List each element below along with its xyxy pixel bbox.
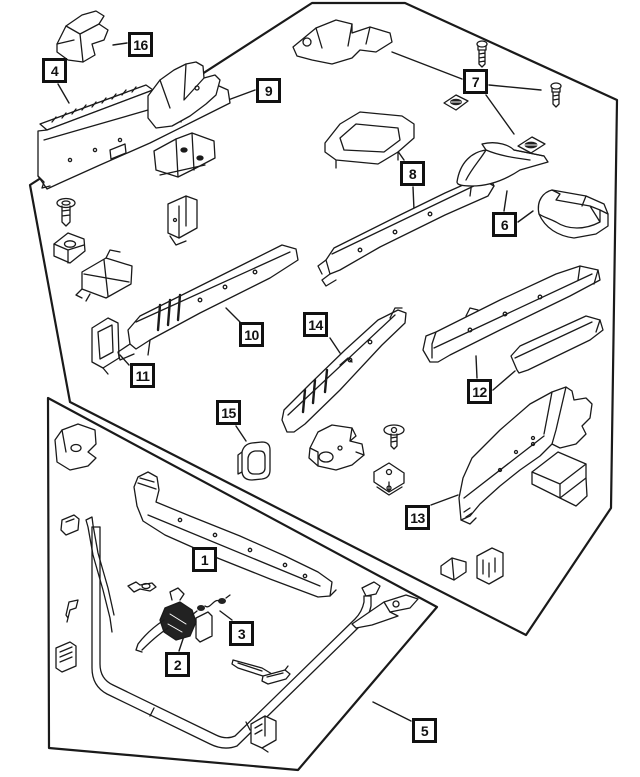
- channel-bracket-13-drawing: [531, 451, 588, 507]
- leader-line-6a: [503, 190, 508, 212]
- leader-line-12a: [475, 355, 478, 379]
- leader-line-10: [225, 307, 241, 323]
- part-11-box-bracket-drawing: [91, 317, 120, 375]
- small-flag-clip-drawing: [65, 599, 79, 623]
- leader-line-15: [235, 425, 247, 442]
- tray-bracket-drawing: [324, 111, 415, 169]
- support-rod-drawing: [85, 516, 115, 633]
- callout-1[interactable]: 1: [192, 547, 217, 572]
- leader-line-6b: [517, 210, 534, 223]
- deflector-bracket-upper-drawing: [456, 142, 549, 187]
- hat-channel-bracket-drawing: [153, 132, 216, 178]
- nut-plate-clip-1-drawing: [443, 94, 469, 111]
- part-1-crossmember-drawing: [133, 471, 337, 598]
- callout-16[interactable]: 16: [128, 32, 153, 57]
- corner-bracket-drawing: [54, 423, 97, 471]
- callout-8[interactable]: 8: [400, 161, 425, 186]
- leader-line-4: [57, 83, 70, 104]
- leader-line-7c: [485, 94, 515, 135]
- part-8-rail-drawing: [317, 176, 495, 287]
- small-channel-bracket-drawing: [167, 195, 198, 246]
- nut-plate-box-drawing: [373, 462, 405, 496]
- callout-4[interactable]: 4: [42, 58, 67, 83]
- callout-15[interactable]: 15: [216, 400, 241, 425]
- part-13-apron-panel-drawing: [458, 386, 593, 525]
- part-16-bracket-drawing: [56, 10, 109, 63]
- callout-7[interactable]: 7: [463, 69, 488, 94]
- nut-plate-bracket-drawing: [53, 232, 86, 264]
- nut-plate-clip-2-drawing: [517, 136, 546, 154]
- part-9-gusset-panel-drawing: [147, 61, 221, 129]
- leader-lines: [57, 42, 542, 722]
- callout-12[interactable]: 12: [467, 379, 492, 404]
- toggle-clip-drawing: [127, 581, 157, 593]
- leader-line-13: [430, 494, 459, 506]
- assembly-outline-upper: [28, 1, 619, 637]
- callout-5[interactable]: 5: [412, 718, 437, 743]
- bolt-1-drawing: [476, 40, 488, 68]
- callout-2[interactable]: 2: [165, 652, 190, 677]
- angle-strip-drawing: [510, 315, 604, 374]
- screw-washer-drawing: [56, 197, 76, 227]
- leader-line-16: [112, 42, 128, 46]
- flanged-screw-drawing: [383, 424, 405, 450]
- seal-segment-drawing: [231, 659, 273, 678]
- retainer-clip-drawing: [261, 665, 291, 685]
- callout-14[interactable]: 14: [303, 312, 328, 337]
- leader-line-3: [219, 610, 233, 621]
- small-clip-drawing: [60, 514, 80, 536]
- part-15-grommet-bracket-drawing: [237, 441, 271, 481]
- slotted-bracket-left-drawing: [55, 641, 77, 673]
- x-brace-bracket-drawing: [75, 249, 133, 302]
- part-6-bracket-drawing: [537, 189, 609, 239]
- striker-bracket-drawing: [351, 594, 419, 629]
- callout-11[interactable]: 11: [130, 363, 155, 388]
- leader-line-7a: [391, 51, 463, 80]
- leader-line-12b: [492, 370, 516, 391]
- leader-line-7b: [488, 84, 542, 91]
- part-3-screws-drawing: [191, 594, 231, 616]
- leader-line-9: [227, 89, 256, 101]
- part-10-rail-drawing: [117, 244, 299, 361]
- part-2-hood-latch-drawing: [135, 587, 213, 653]
- apex-mount-bracket-drawing: [292, 19, 393, 65]
- leader-line-5: [372, 701, 412, 722]
- callout-13[interactable]: 13: [405, 505, 430, 530]
- callout-10[interactable]: 10: [239, 322, 264, 347]
- assembly-outline-lower: [46, 396, 439, 772]
- leader-line-11: [119, 354, 130, 366]
- leader-line-8b: [412, 186, 415, 211]
- mount-bracket-drawing: [308, 424, 365, 471]
- part-12-rail-drawing: [422, 265, 601, 363]
- bolt-2-drawing: [550, 82, 562, 108]
- slotted-bracket-bottom-drawing: [250, 715, 277, 753]
- callout-9[interactable]: 9: [256, 78, 281, 103]
- callout-6[interactable]: 6: [492, 212, 517, 237]
- callout-3[interactable]: 3: [229, 621, 254, 646]
- leader-line-14: [329, 337, 341, 354]
- part-14-rail-drawing: [281, 307, 407, 433]
- clip-pair-drawing: [440, 547, 504, 585]
